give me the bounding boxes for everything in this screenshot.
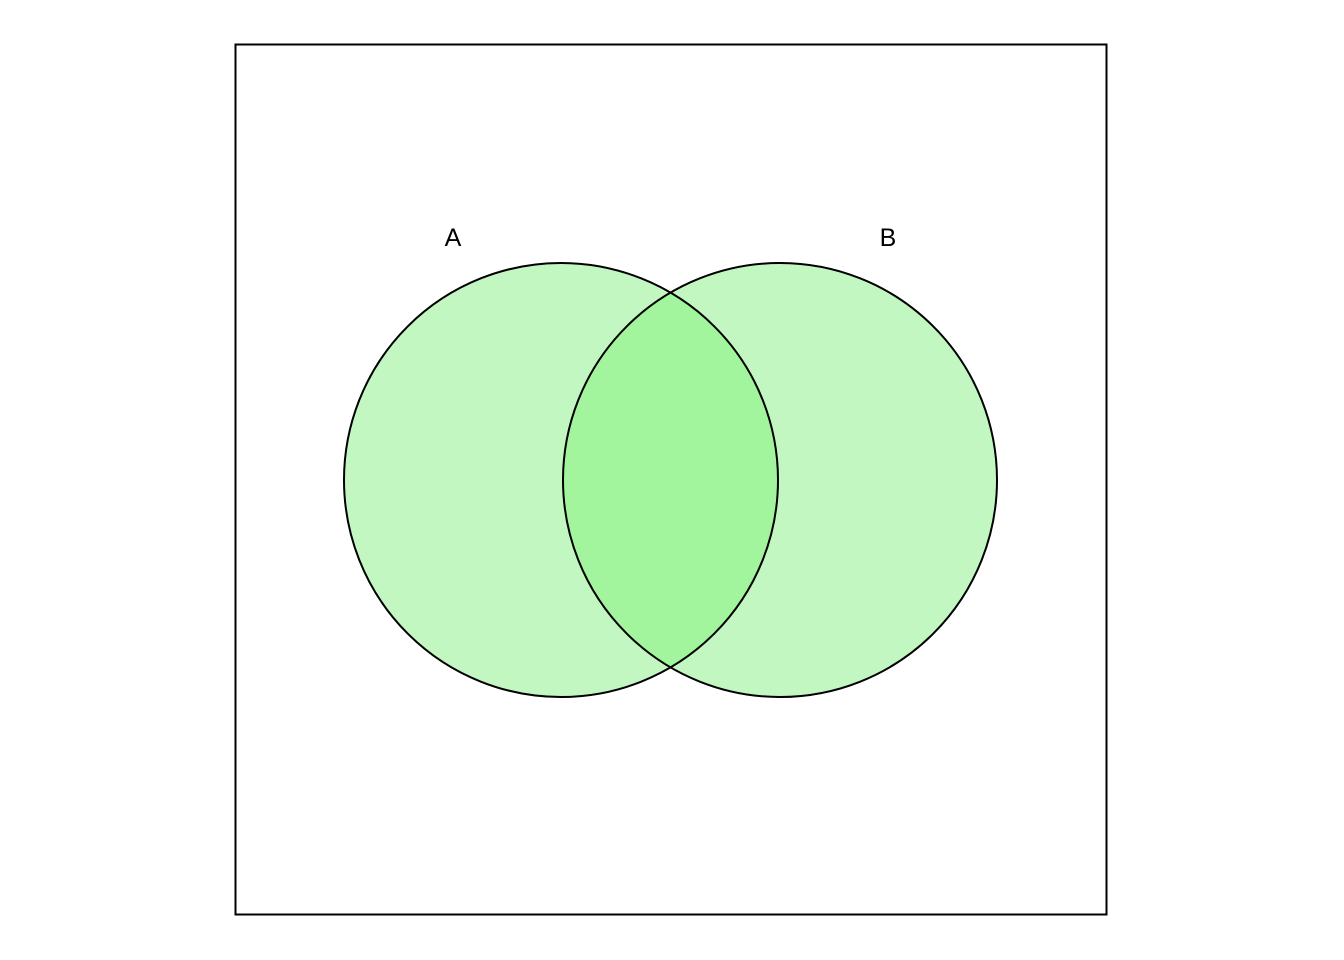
set-a-outline	[343, 262, 779, 698]
intersection-region	[563, 263, 778, 697]
set-b-outline	[562, 262, 998, 698]
set-a-label: A	[445, 224, 462, 252]
set-b-label: B	[880, 224, 897, 252]
